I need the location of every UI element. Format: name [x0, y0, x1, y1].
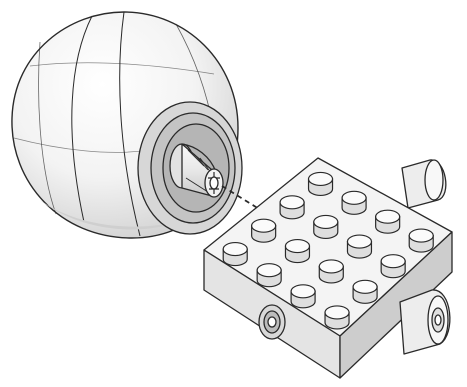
brick-stud [314, 215, 338, 238]
brick-stud [223, 243, 247, 266]
brick-stud [325, 306, 349, 329]
brick-stud [319, 260, 343, 283]
brick-stud [309, 172, 333, 195]
brick-side-hole [259, 305, 285, 339]
brick-side-pin-bottom [400, 290, 450, 354]
brick-stud [252, 219, 276, 242]
brick-stud [342, 191, 366, 214]
brick-stud [381, 255, 405, 278]
brick-stud [409, 229, 433, 252]
brick-stud [257, 264, 281, 287]
brick-stud [376, 210, 400, 233]
brick-stud [353, 280, 377, 303]
brick-stud [347, 235, 371, 258]
brick-stud [291, 285, 315, 308]
brick-side-pin-top [402, 160, 446, 208]
brick-stud [285, 240, 309, 263]
brick-stud [280, 196, 304, 219]
